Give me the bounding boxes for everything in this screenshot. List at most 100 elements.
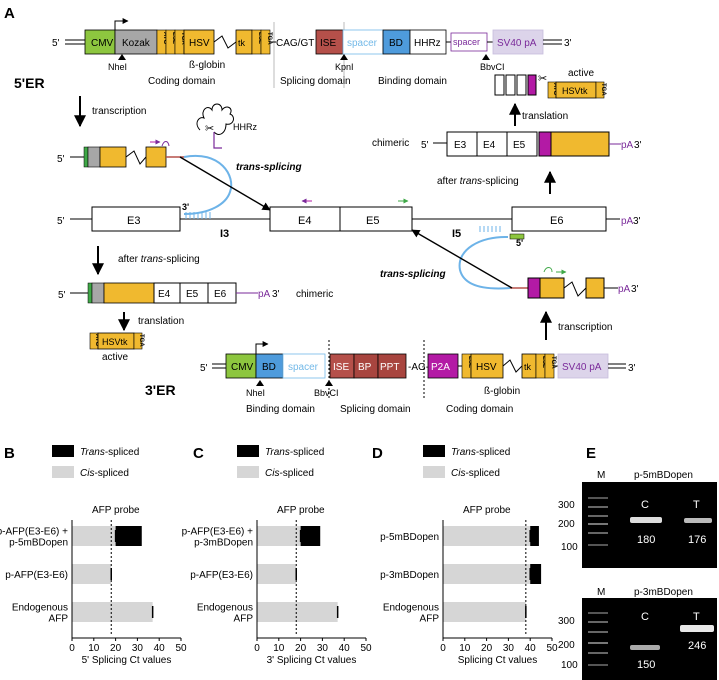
gel1-m: M [597,470,605,481]
panel-d-label: D [372,445,383,462]
chimeric-left: 5' E4 E5 E6 pA 3' chimeric [58,282,333,304]
transcription-right: transcription [558,322,612,333]
chl-three: 3' [272,289,280,300]
category-label: AFP [234,614,254,625]
category-label: Endogenous [12,603,68,614]
afp-i3: I3 [220,228,229,240]
category-label: p-AFP(E3-E6) [190,570,253,581]
gel1-ladder-300: 300 [558,500,575,511]
gel2-t-size: 246 [688,640,706,652]
hal-atg: ATG [94,334,100,347]
c3-tga: TGA [550,356,556,369]
c3-splicing-domain: Splicing domain [340,404,411,415]
x-tick-label: 10 [273,643,285,654]
gel-1: M p-5mBDopen 300 200 100 C T 180 176 [558,470,717,568]
afp-e3: E3 [127,215,140,227]
panel-c-label: C [193,445,204,462]
bar-cis [257,526,301,546]
c5-hsv: HSV [189,38,210,49]
construct-3er: 5' CMV BD spacer ISE BP PPT -AG- P2A ESE… [145,340,636,415]
gel1-t: T [693,499,700,511]
legend-trans-label: Trans-spliced [451,447,510,458]
c5-cmv: CMV [91,38,114,49]
c5-ise: ISE [320,38,336,49]
x-tick-label: 50 [360,643,372,654]
gel1-t-size: 176 [688,534,706,546]
chart-title: AFP probe [92,505,140,516]
c5-binding-domain: Binding domain [378,76,447,87]
bar-cis [72,564,112,584]
x-tick-label: 20 [481,643,493,654]
c3-coding-domain: Coding domain [446,404,513,415]
gel1-c-size: 180 [637,534,655,546]
bar-cis [443,526,531,546]
x-tick-label: 40 [525,643,537,654]
x-tick-label: 10 [459,643,471,654]
category-label: p-AFP(E3-E6) + [182,527,254,538]
har-hsvtk: HSVtk [562,86,588,96]
trans-splicing-1: trans-splicing [236,162,302,173]
gel2-c: C [641,611,649,623]
x-tick-label: 30 [503,643,515,654]
panel-b-label: B [4,445,15,462]
chl-pa: pA [258,289,271,300]
afp-pa: pA [621,216,634,227]
hhrz-label: HHRz [233,122,257,132]
c5-coding-domain: Coding domain [148,76,215,87]
gel2-c-size: 150 [637,659,655,671]
category-label: AFP [49,614,69,625]
chl-five: 5' [58,290,66,301]
hsvtk-active-left: ATG HSVtk TGA active [89,332,144,363]
c5-tga-2: TGA [266,32,272,45]
gel-2: M p-3mBDopen 300 200 100 C T 150 246 [558,587,717,680]
chimeric-right: chimeric 5' E3 E4 E5 pA 3' [372,131,642,157]
x-axis-label: 3' Splicing Ct values [267,655,357,666]
gel2-title: p-3mBDopen [634,587,693,598]
c5-bbvci: BbvCI [480,62,505,72]
c5-promoter-arrow-icon [114,18,129,30]
pre5-five: 5' [57,154,65,165]
legend-cis-label: Cis-spliced [80,468,129,479]
panel-e: E M p-5mBDopen 300 200 100 C T 180 176 M… [558,445,717,680]
c3-p2a: P2A [431,362,450,373]
panel-a-label: A [4,5,15,22]
x-tick-label: 0 [440,643,446,654]
c5-ese-2: ESE [257,32,263,44]
c3-tk: tk [524,362,532,372]
chr-pa: pA [621,140,634,151]
pre3-pa: pA [618,284,631,295]
legend-cis-label: Cis-spliced [451,468,500,479]
chart-title: AFP probe [463,505,511,516]
category-label: p-AFP(E3-E6) [5,570,68,581]
har-atg: ATG [552,83,558,96]
afp-five: 5' [57,216,65,227]
c5-spacer: spacer [347,38,378,49]
c3-bbvci: BbvCI [314,388,339,398]
bar-trans [300,526,321,546]
x-tick-label: 0 [254,643,260,654]
x-axis-label: Splicing Ct values [458,655,537,666]
afp-e6: E6 [550,215,563,227]
c3-cmv: CMV [231,362,254,373]
legend-cis-label: Cis-spliced [265,468,314,479]
bar-trans [115,526,142,546]
category-label: AFP [420,614,440,625]
hhrz-ribozyme-icon: ✂ [196,103,234,149]
hal-hsvtk: HSVtk [102,337,128,347]
c3-label: 3'ER [145,382,176,398]
x-tick-label: 40 [339,643,351,654]
gel1-band-t [684,518,712,523]
c3-nhei: NheI [246,388,265,398]
afp-e5: E5 [366,215,379,227]
c3-hsv: HSV [476,362,497,373]
after-right: after trans-splicing [437,176,519,187]
bar-cis [72,526,116,546]
hal-tga: TGA [138,334,144,347]
pre-mrna-5er: 5' trans-splicing [57,139,302,215]
legend-trans-label: Trans-spliced [80,447,139,458]
c5-kozak-box [114,29,158,55]
category-label: p-5mBDopen [9,538,68,549]
gel1-band-c [630,517,662,523]
